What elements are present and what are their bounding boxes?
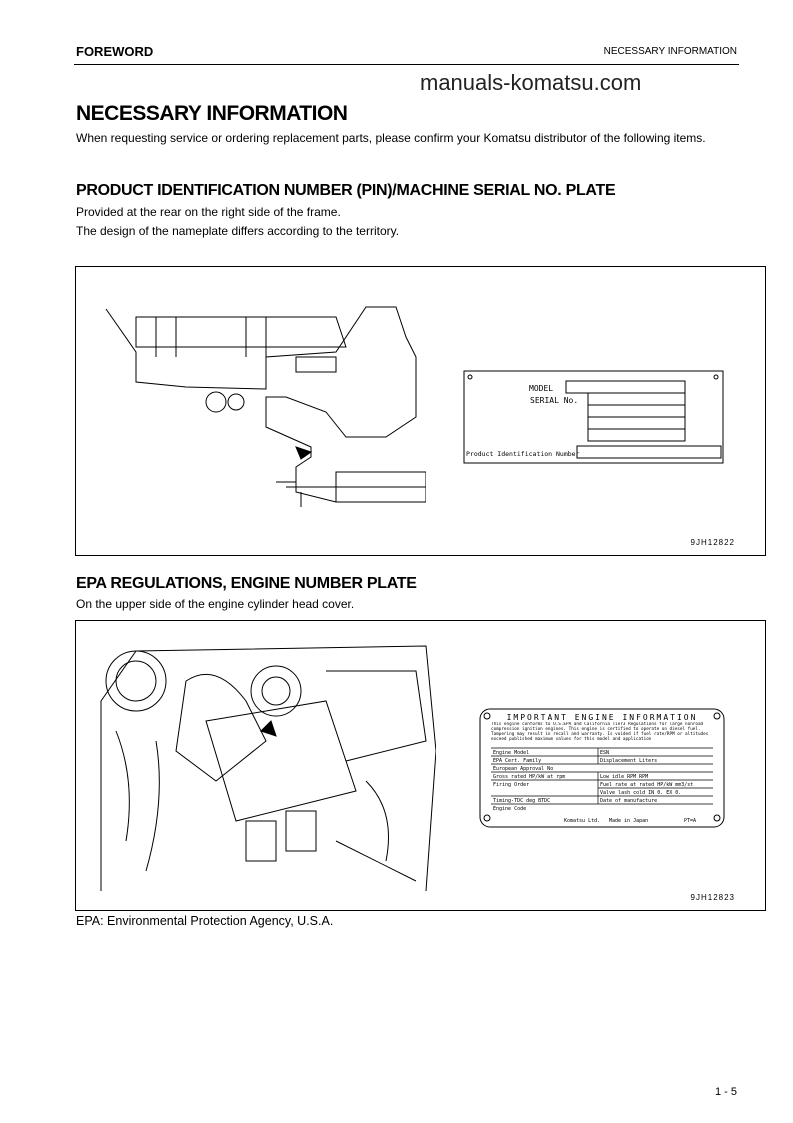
header-rule — [74, 64, 739, 65]
row-3-left: Gross rated HP/kW at rpm — [493, 774, 565, 780]
engine-info-plate: IMPORTANT ENGINE INFORMATION This engine… — [479, 708, 725, 828]
footer-origin: Made in Japan — [609, 818, 648, 824]
row-6-left: Timing-TDC deg BTDC — [493, 798, 550, 804]
row-1-left: EPA Cert. Family — [493, 758, 541, 764]
intro-text: When requesting service or ordering repl… — [76, 131, 706, 145]
machine-rear-drawing — [105, 306, 426, 507]
row-6-right: Date of manufacture — [600, 798, 657, 804]
section2-heading: EPA REGULATIONS, ENGINE NUMBER PLATE — [76, 575, 417, 592]
epa-note: EPA: Environmental Protection Agency, U.… — [76, 914, 334, 928]
section1-heading: PRODUCT IDENTIFICATION NUMBER (PIN)/MACH… — [76, 182, 616, 199]
engine-drawing — [100, 645, 436, 892]
figure-engine-plate: IMPORTANT ENGINE INFORMATION This engine… — [75, 620, 766, 911]
row-0-right: ESN — [600, 750, 609, 756]
pin-nameplate: MODEL SERIAL No. Product Identification … — [463, 370, 724, 464]
row-5-right: Valve lash cold IN 0. EX 0. — [600, 790, 681, 796]
footer-pt: PT=A — [684, 818, 696, 824]
section2-line-1: On the upper side of the engine cylinder… — [76, 597, 355, 611]
watermark: manuals-komatsu.com — [420, 70, 642, 95]
row-1-right: Displacement Liters — [600, 758, 657, 764]
section1-line-1: Provided at the rear on the right side o… — [76, 205, 341, 219]
header-left: FOREWORD — [76, 44, 154, 59]
page-number: 1 - 5 — [714, 1086, 737, 1098]
figure-code: 9JH12822 — [690, 538, 735, 547]
plate-model-label: MODEL — [529, 384, 553, 393]
row-2-left: European Approval No — [493, 766, 553, 772]
row-3-right: Low idle RPM RPM — [600, 774, 648, 780]
section1-line-2: The design of the nameplate differs acco… — [76, 224, 400, 238]
page-title: NECESSARY INFORMATION — [76, 102, 348, 125]
plate-serial-label: SERIAL No. — [530, 396, 578, 405]
figure-code: 9JH12823 — [690, 893, 735, 902]
header-right: NECESSARY INFORMATION — [603, 46, 737, 57]
engine-plate-body: This engine conforms to U.S.EPA and Cali… — [491, 722, 709, 742]
engine-plate-title: IMPORTANT ENGINE INFORMATION — [507, 713, 698, 722]
figure-pin-plate: MODEL SERIAL No. Product Identification … — [75, 266, 766, 556]
row-4-right: Fuel rate at rated HP/kW mm3/st — [600, 782, 693, 788]
footer-maker: Komatsu Ltd. — [564, 818, 600, 824]
row-4-left: Firing Order — [493, 782, 529, 788]
plate-pin-label: Product Identification Number — [466, 450, 580, 458]
row-7-left: Engine Code — [493, 806, 526, 812]
row-0-left: Engine Model — [493, 750, 529, 756]
